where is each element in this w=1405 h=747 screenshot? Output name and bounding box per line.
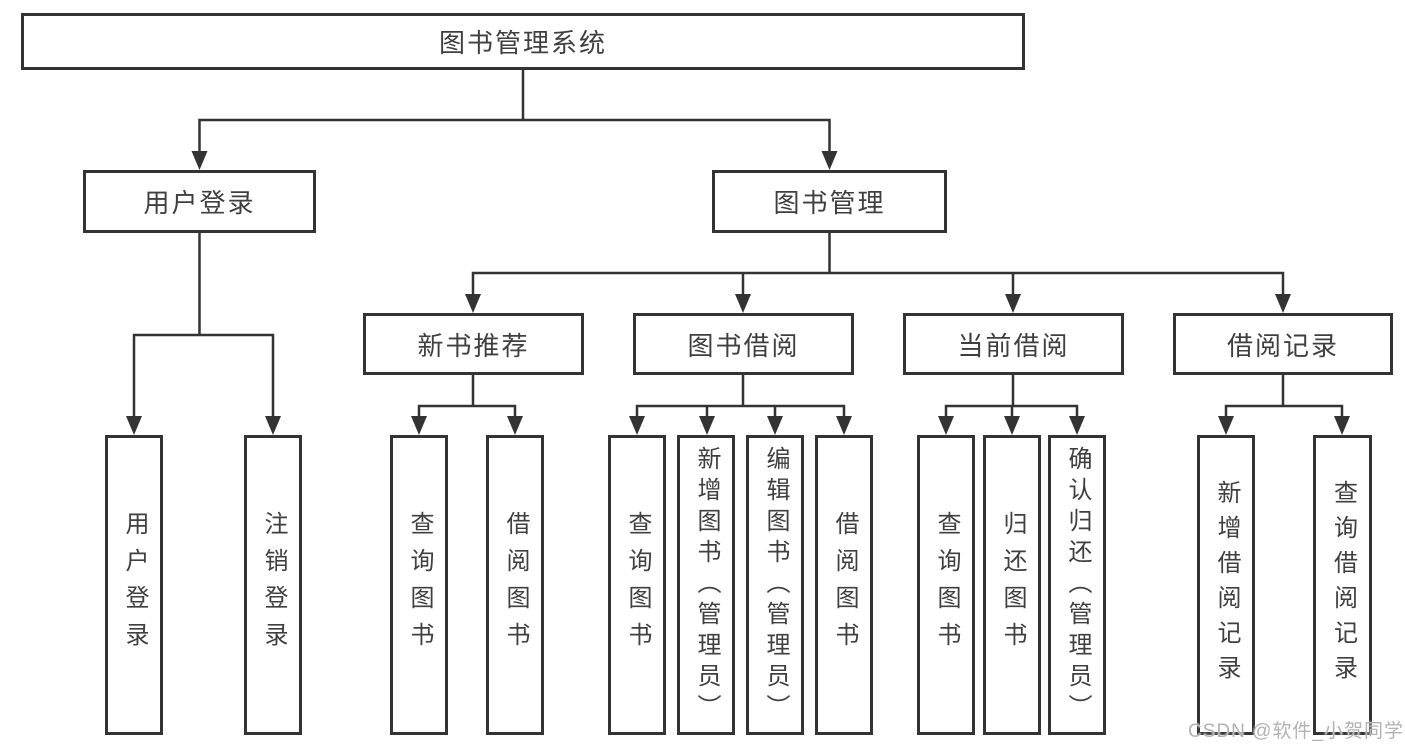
node-book-borrow: 图书借阅 — [633, 313, 854, 375]
node-current-borrow: 当前借阅 — [903, 313, 1124, 375]
arrowhead — [1069, 416, 1085, 435]
arrowhead — [191, 151, 208, 170]
arrowhead — [265, 416, 281, 435]
arrowhead — [1218, 416, 1234, 435]
leaf-nbr-query-books: 查询图书 — [390, 435, 448, 735]
node-borrow-records: 借阅记录 — [1173, 313, 1393, 375]
leaf-cb-query-books: 查询图书 — [917, 435, 975, 735]
connector-path — [417, 404, 517, 418]
csdn-watermark: CSDN @软件_小贺同学 — [1188, 721, 1404, 742]
leaf-nbr-borrow-books: 借阅图书 — [486, 435, 544, 735]
arrowhead — [1275, 294, 1291, 313]
leaf-bb-borrow-books: 借阅图书 — [815, 435, 873, 735]
node-new-book-recommend: 新书推荐 — [363, 313, 584, 375]
arrowhead — [465, 294, 481, 313]
leaf-br-add-record: 新增借阅记录 — [1197, 435, 1255, 735]
arrowhead — [938, 416, 954, 435]
leaf-bb-edit-books-admin: 编辑图书（管理员） — [746, 435, 804, 735]
leaf-cb-confirm-return-admin: 确认归还（管理员） — [1048, 435, 1106, 735]
connector-path — [198, 118, 831, 153]
arrowheads-group — [126, 151, 1350, 435]
arrowhead — [1334, 416, 1350, 435]
arrowhead — [735, 294, 751, 313]
node-root: 图书管理系统 — [21, 13, 1025, 70]
arrowhead — [1004, 416, 1020, 435]
leaf-user-login: 用户登录 — [105, 435, 163, 735]
connector-path — [635, 404, 846, 418]
connector-paths-group — [132, 70, 1344, 418]
arrowhead — [629, 416, 645, 435]
arrowhead — [699, 416, 715, 435]
connector-path — [471, 271, 1285, 296]
leaf-br-query-record: 查询借阅记录 — [1313, 435, 1372, 735]
arrowhead — [821, 151, 838, 170]
leaf-bb-add-books-admin: 新增图书（管理员） — [677, 435, 735, 735]
arrowhead — [411, 416, 427, 435]
connector-path — [132, 333, 275, 418]
leaf-bb-query-books: 查询图书 — [608, 435, 666, 735]
node-user-login: 用户登录 — [83, 170, 316, 233]
node-book-management: 图书管理 — [712, 170, 947, 233]
arrowhead — [767, 416, 783, 435]
arrowhead — [1005, 294, 1021, 313]
leaf-logout: 注销登录 — [244, 435, 302, 735]
leaf-cb-return-books: 归还图书 — [983, 435, 1041, 735]
arrowhead — [507, 416, 523, 435]
connector-path — [1224, 404, 1344, 418]
arrowhead — [836, 416, 852, 435]
arrowhead — [126, 416, 142, 435]
